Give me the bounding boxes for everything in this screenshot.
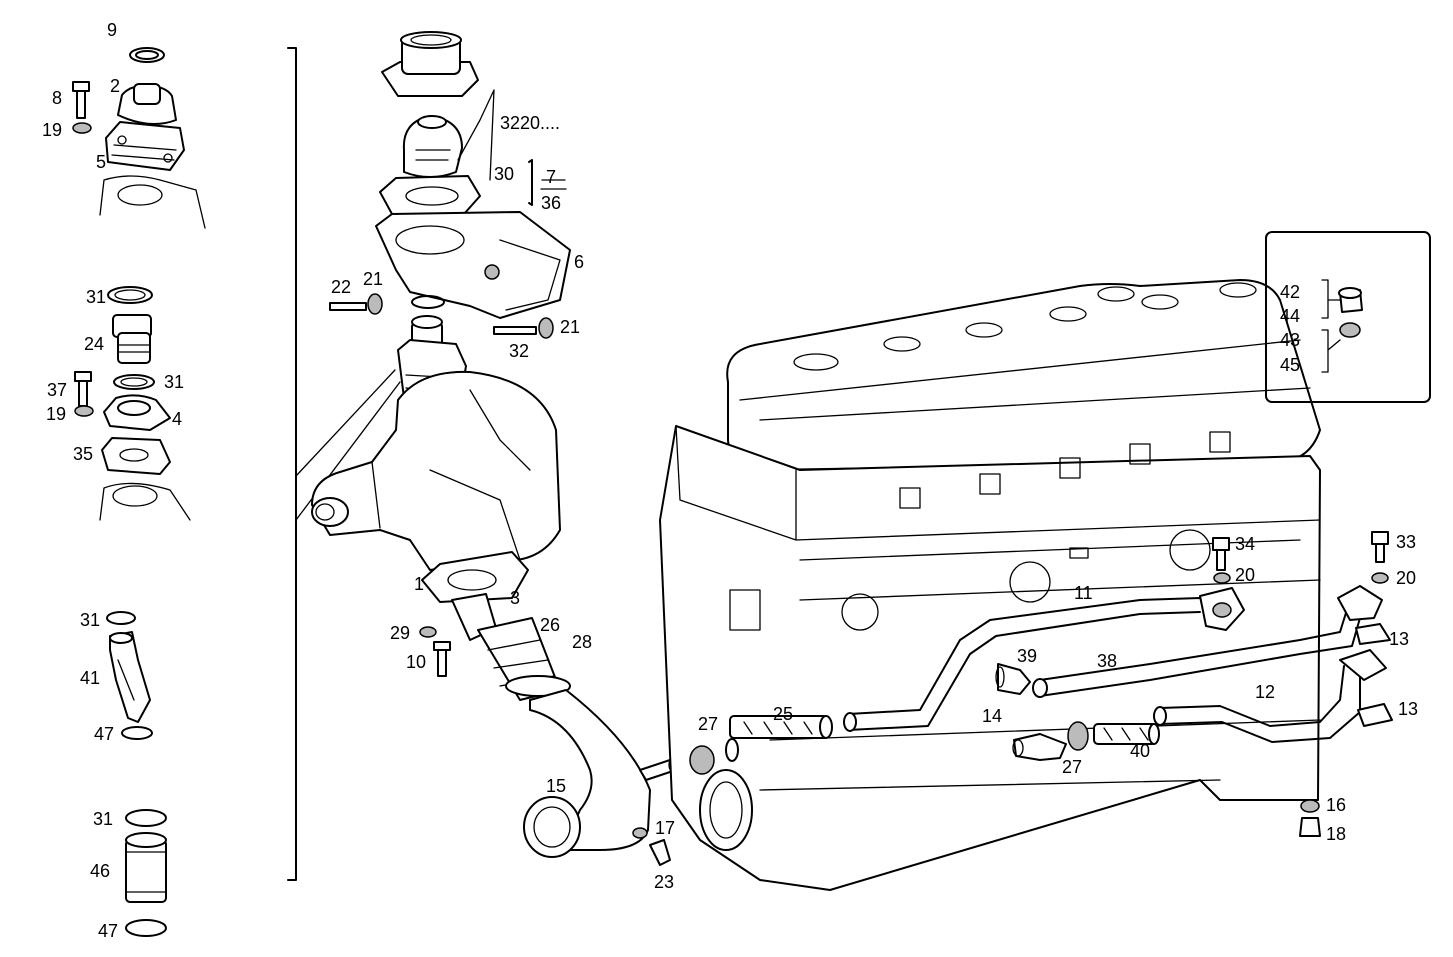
callout-label: 2 xyxy=(110,76,120,96)
callout-label: 15 xyxy=(546,776,566,796)
coolant-pipes xyxy=(843,585,1393,743)
callout-label: 34 xyxy=(1235,534,1255,554)
detail-inlet-fitting-4 xyxy=(74,286,191,521)
callout-label: 5 xyxy=(96,152,106,172)
callout-label: 21 xyxy=(560,317,580,337)
callout-label: 27 xyxy=(1062,757,1082,777)
detail-thermostat-outlet-2 xyxy=(72,47,206,229)
detail-sleeve-46 xyxy=(125,809,167,937)
callout-label: 47 xyxy=(94,724,114,744)
callout-label: 22 xyxy=(331,277,351,297)
callout-label: 41 xyxy=(80,668,100,688)
callout-label: 31 xyxy=(86,287,106,307)
water-pump-group xyxy=(311,315,561,677)
detail-elbow-41 xyxy=(106,611,153,740)
bracket-lower-label: 36 xyxy=(541,193,561,213)
callout-label: 9 xyxy=(107,20,117,40)
callout-label: 35 xyxy=(73,444,93,464)
callout-label: 38 xyxy=(1097,651,1117,671)
callout-label: 20 xyxy=(1396,568,1416,588)
callout-label: 16 xyxy=(1326,795,1346,815)
callout-label: 8 xyxy=(52,88,62,108)
callout-label: 19 xyxy=(46,404,66,424)
callout-label: 14 xyxy=(982,706,1002,726)
callout-label: 43 xyxy=(1280,330,1300,350)
callout-label: 31 xyxy=(80,610,100,630)
callout-label: 37 xyxy=(47,380,67,400)
callout-label: 1 xyxy=(414,574,424,594)
callout-label: 40 xyxy=(1130,741,1150,761)
callout-label: 11 xyxy=(1074,583,1093,603)
callout-label: 42 xyxy=(1280,282,1300,302)
thermostat-housing-group xyxy=(329,31,571,339)
callout-label: 6 xyxy=(574,252,584,272)
callout-label: 19 xyxy=(42,120,62,140)
callout-label: 21 xyxy=(363,269,383,289)
callout-label: 23 xyxy=(654,872,674,892)
section-bracket xyxy=(287,47,297,881)
inset-plug-detail xyxy=(1265,231,1431,403)
callout-label: 32 xyxy=(509,341,529,361)
engine-block xyxy=(659,279,1321,891)
callout-label: 30 xyxy=(494,164,514,184)
callout-label: 4 xyxy=(172,409,182,429)
callout-label: 26 xyxy=(540,615,560,635)
callout-label: 47 xyxy=(98,921,118,941)
callout-label: 31 xyxy=(164,372,184,392)
callout-label: 20 xyxy=(1235,565,1255,585)
callout-label: 13 xyxy=(1398,699,1418,719)
callout-label: 12 xyxy=(1255,682,1275,702)
callout-label: 45 xyxy=(1280,355,1300,375)
callout-labels: 9 8 2 19 5 31 24 37 31 19 4 35 31 41 47 … xyxy=(42,20,1418,941)
coolant-pipe-15 xyxy=(451,593,678,866)
callout-label: 33 xyxy=(1396,532,1416,552)
bracket-upper-label: 7 xyxy=(546,167,556,187)
callout-label: 31 xyxy=(93,809,113,829)
callout-label: 17 xyxy=(655,818,675,838)
callout-label: 44 xyxy=(1280,306,1300,326)
callout-label: 3 xyxy=(510,588,520,608)
callout-label: 24 xyxy=(84,334,104,354)
callout-label: 27 xyxy=(698,714,718,734)
callout-label: 28 xyxy=(572,632,592,652)
callout-label: 39 xyxy=(1017,646,1037,666)
callout-label: 13 xyxy=(1389,629,1409,649)
callout-label: 10 xyxy=(406,652,426,672)
callout-label: 18 xyxy=(1326,824,1346,844)
callout-label: 25 xyxy=(773,704,793,724)
group-reference-label: 3220.... xyxy=(500,113,560,133)
callout-label: 29 xyxy=(390,623,410,643)
callout-label: 46 xyxy=(90,861,110,881)
hoses-and-fittings xyxy=(689,531,1389,837)
